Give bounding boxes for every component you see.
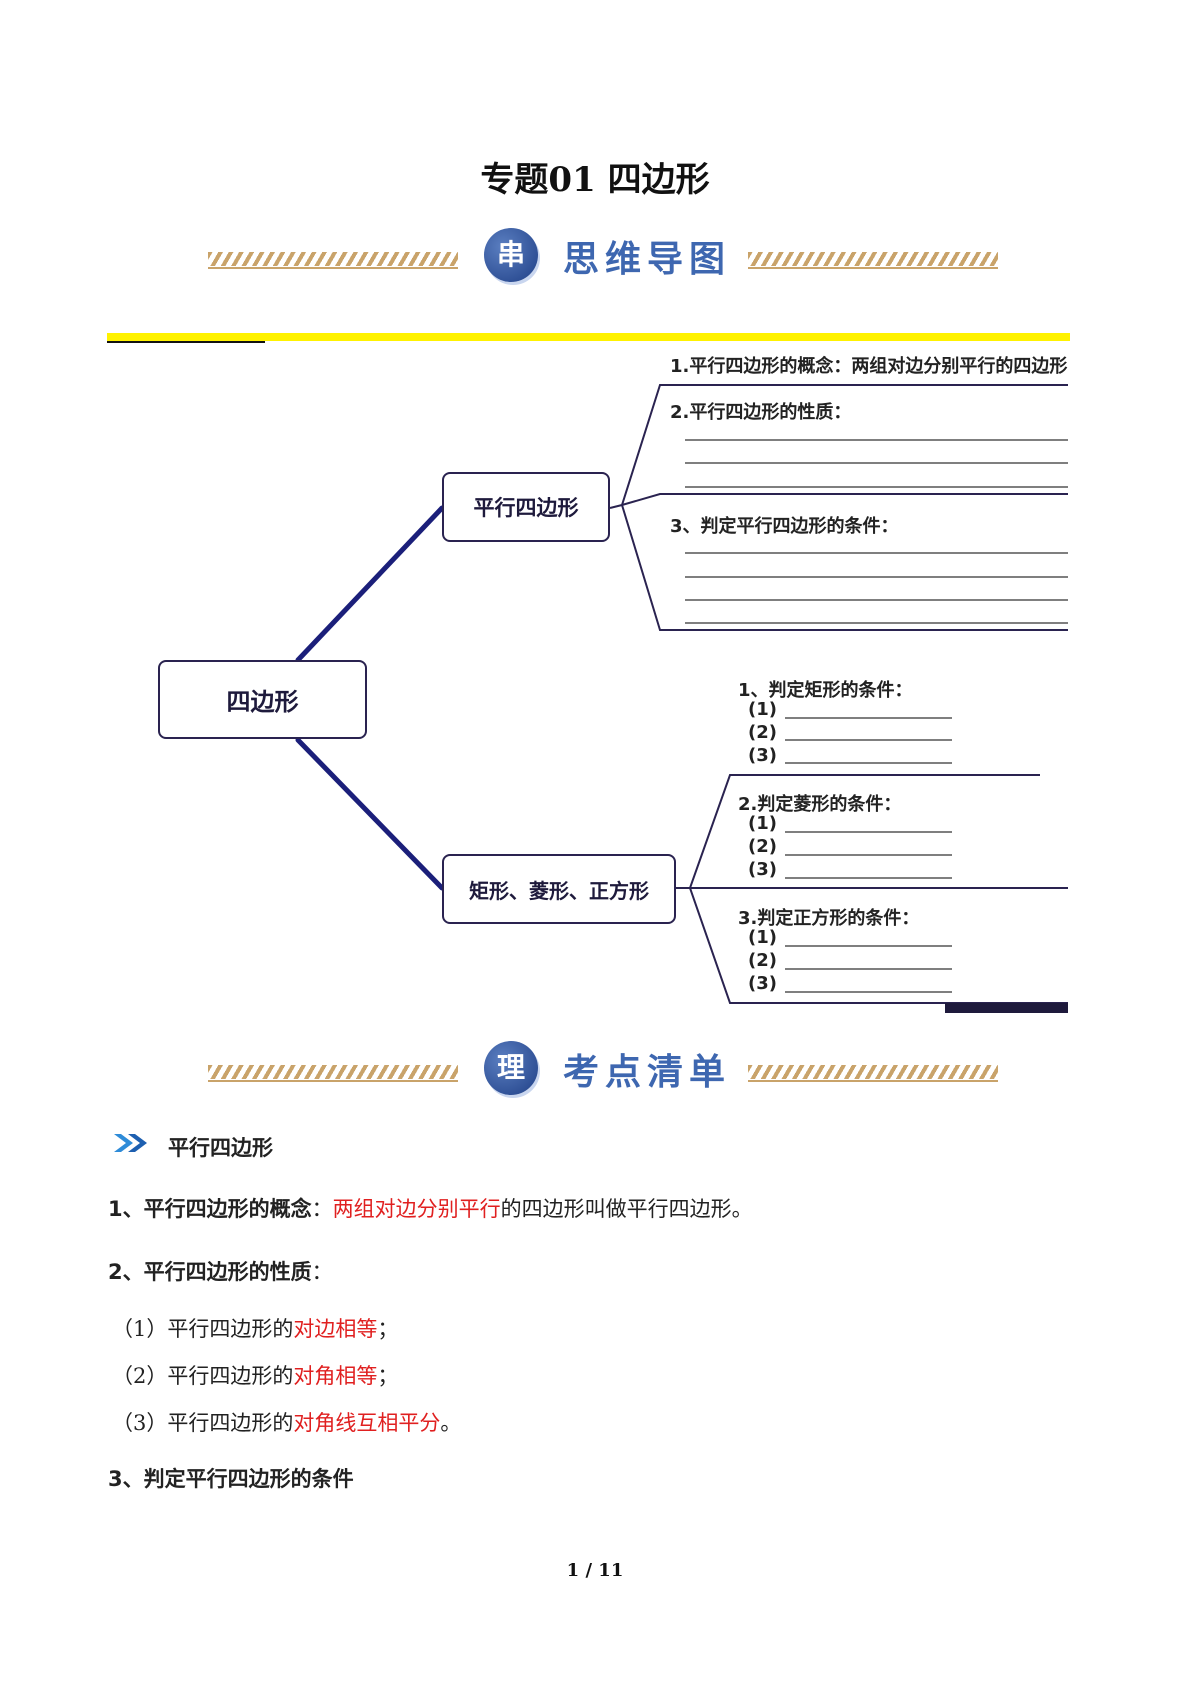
chevron-double-icon bbox=[112, 1132, 152, 1158]
mindmap-number: (3) bbox=[748, 973, 777, 994]
definition-label: 1、平行四边形的概念 bbox=[108, 1197, 312, 1221]
decorative-stripe bbox=[748, 1065, 998, 1082]
highlight-text: 对角相等 bbox=[293, 1364, 378, 1388]
property-item: （3）平行四边形的对角线互相平分。 bbox=[112, 1407, 461, 1437]
mindmap-root: 四边形 bbox=[158, 660, 367, 739]
checklist-banner: 理 考点清单 bbox=[208, 1035, 998, 1105]
banner-title: 考点清单 bbox=[563, 1051, 732, 1093]
highlight-text: 对边相等 bbox=[293, 1317, 378, 1341]
colon: ： bbox=[311, 1197, 333, 1221]
criteria-label: 3、判定平行四边形的条件 bbox=[108, 1467, 354, 1491]
mindmap-branch-parallelogram: 平行四边形 bbox=[442, 472, 610, 542]
mindmap-number: (1) bbox=[748, 699, 777, 720]
definition-paragraph: 1、平行四边形的概念：两组对边分别平行的四边形叫做平行四边形。 bbox=[108, 1193, 753, 1223]
criteria-heading: 3、判定平行四边形的条件 bbox=[108, 1463, 354, 1493]
body-text: ； bbox=[377, 1317, 399, 1341]
page-number: 1 / 11 bbox=[566, 1560, 624, 1581]
mindmap-number: (2) bbox=[748, 722, 777, 743]
banner-badge: 理 bbox=[484, 1041, 538, 1095]
mindmap-banner: 串 思维导图 bbox=[208, 222, 998, 292]
property-item: （2）平行四边形的对角相等； bbox=[112, 1360, 398, 1390]
body-text: （2）平行四边形的 bbox=[112, 1364, 294, 1388]
properties-label: 2、平行四边形的性质 bbox=[108, 1260, 312, 1284]
mindmap-text: 3.判定正方形的条件： bbox=[738, 908, 920, 929]
highlight-bar bbox=[107, 333, 1070, 341]
body-text: 的四边形叫做平行四边形。 bbox=[500, 1197, 753, 1221]
body-text: 。 bbox=[440, 1411, 462, 1435]
banner-badge: 串 bbox=[484, 228, 538, 282]
mindmap-branch-special: 矩形、菱形、正方形 bbox=[442, 854, 676, 924]
highlight-text: 对角线互相平分 bbox=[293, 1411, 441, 1435]
body-text: （3）平行四边形的 bbox=[112, 1411, 294, 1435]
mindmap-number: (3) bbox=[748, 859, 777, 880]
properties-heading: 2、平行四边形的性质： bbox=[108, 1256, 333, 1286]
page-title: 专题01 四边形 bbox=[480, 160, 710, 200]
mindmap-number: (1) bbox=[748, 927, 777, 948]
mindmap-text: 3、判定平行四边形的条件： bbox=[670, 516, 899, 537]
decorative-stripe bbox=[748, 252, 998, 269]
divider bbox=[107, 341, 265, 343]
decorative-stripe bbox=[208, 252, 458, 269]
mindmap-number: (2) bbox=[748, 950, 777, 971]
mindmap-text: 1、判定矩形的条件： bbox=[738, 680, 913, 701]
mindmap-number: (1) bbox=[748, 813, 777, 834]
mindmap-number: (2) bbox=[748, 836, 777, 857]
property-item: （1）平行四边形的对边相等； bbox=[112, 1313, 398, 1343]
mindmap-text: 2.平行四边形的性质： bbox=[670, 402, 852, 423]
highlight-text: 两组对边分别平行 bbox=[332, 1197, 501, 1221]
decorative-stripe bbox=[208, 1065, 458, 1082]
body-text: （1）平行四边形的 bbox=[112, 1317, 294, 1341]
mindmap-text: 2.判定菱形的条件： bbox=[738, 794, 902, 815]
mindmap-text: 1.平行四边形的概念：两组对边分别平行的四边形 bbox=[670, 356, 1068, 377]
colon: ： bbox=[311, 1260, 333, 1284]
body-text: ； bbox=[377, 1364, 399, 1388]
banner-title: 思维导图 bbox=[563, 238, 732, 280]
mindmap-number: (3) bbox=[748, 745, 777, 766]
section-title: 平行四边形 bbox=[168, 1136, 273, 1160]
